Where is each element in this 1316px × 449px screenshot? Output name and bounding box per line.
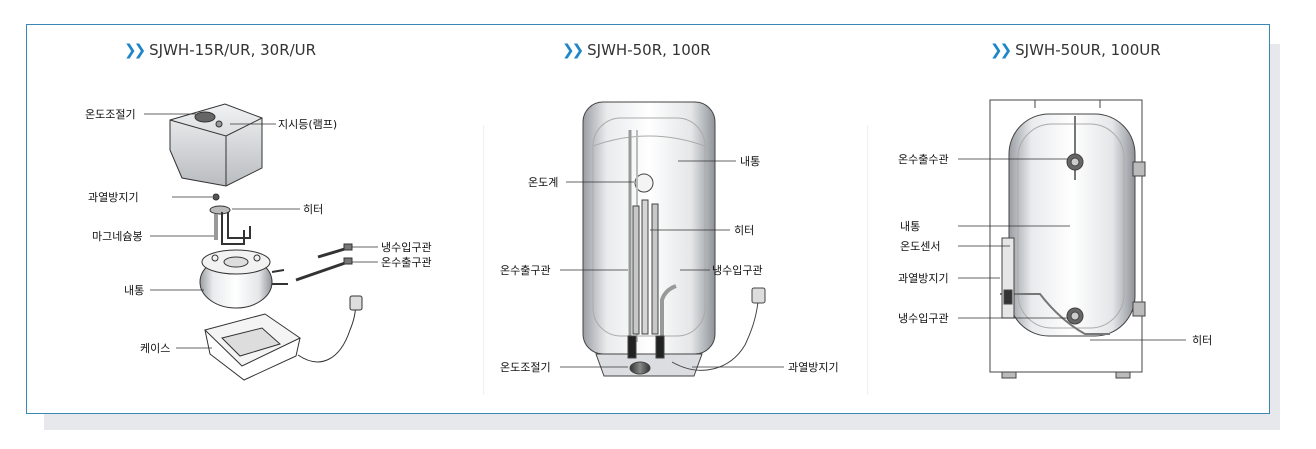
label-magnesium-rod: 마그네슘봉 bbox=[92, 230, 143, 243]
label-thermostat: 온도조절기 bbox=[85, 108, 136, 121]
section-heading-3: ❯❯ SJWH-50UR, 100UR bbox=[990, 38, 1161, 62]
double-chevron-icon: ❯❯ bbox=[562, 41, 584, 59]
double-chevron-icon: ❯❯ bbox=[124, 41, 146, 59]
label-inner-tank: 내통 bbox=[124, 284, 145, 297]
label-thermostat: 온도조절기 bbox=[500, 361, 551, 374]
label-hot-water-outlet: 온수출구관 bbox=[500, 264, 551, 277]
tank-cross-section-illustration bbox=[989, 99, 1146, 379]
section-heading-1: ❯❯ SJWH-15R/UR, 30R/UR bbox=[124, 38, 316, 62]
section-title: SJWH-50UR, 100UR bbox=[1015, 41, 1161, 59]
label-hot-water-outlet: 온수출수관 bbox=[898, 153, 949, 166]
label-overheat-protector: 과열방지기 bbox=[88, 191, 139, 204]
section-divider bbox=[867, 125, 868, 395]
label-inner-tank: 내통 bbox=[900, 220, 921, 233]
label-indicator-lamp: 지시등(램프) bbox=[278, 118, 338, 131]
section-divider bbox=[483, 125, 484, 395]
label-inner-tank: 내통 bbox=[740, 155, 761, 168]
double-chevron-icon: ❯❯ bbox=[990, 41, 1012, 59]
label-thermometer: 온도계 bbox=[528, 176, 559, 189]
label-overheat-protector: 과열방지기 bbox=[898, 272, 949, 285]
label-temp-sensor: 온도센서 bbox=[900, 240, 941, 253]
label-cold-water-inlet: 냉수입구관 bbox=[712, 264, 763, 277]
section-heading-2: ❯❯ SJWH-50R, 100R bbox=[562, 38, 711, 62]
section-title: SJWH-15R/UR, 30R/UR bbox=[149, 41, 317, 59]
label-case: 케이스 bbox=[140, 342, 171, 355]
label-overheat-protector: 과열방지기 bbox=[788, 361, 839, 374]
label-cold-water-inlet: 냉수입구관 bbox=[381, 241, 432, 254]
label-heater: 히터 bbox=[1192, 334, 1213, 347]
label-cold-water-inlet: 냉수입구관 bbox=[898, 312, 949, 325]
label-heater: 히터 bbox=[303, 203, 324, 216]
tank-front-illustration bbox=[582, 101, 766, 377]
label-heater: 히터 bbox=[734, 224, 755, 237]
exploded-heater-illustration bbox=[169, 103, 363, 381]
section-title: SJWH-50R, 100R bbox=[587, 41, 711, 59]
label-hot-water-outlet: 온수출구관 bbox=[381, 256, 432, 269]
